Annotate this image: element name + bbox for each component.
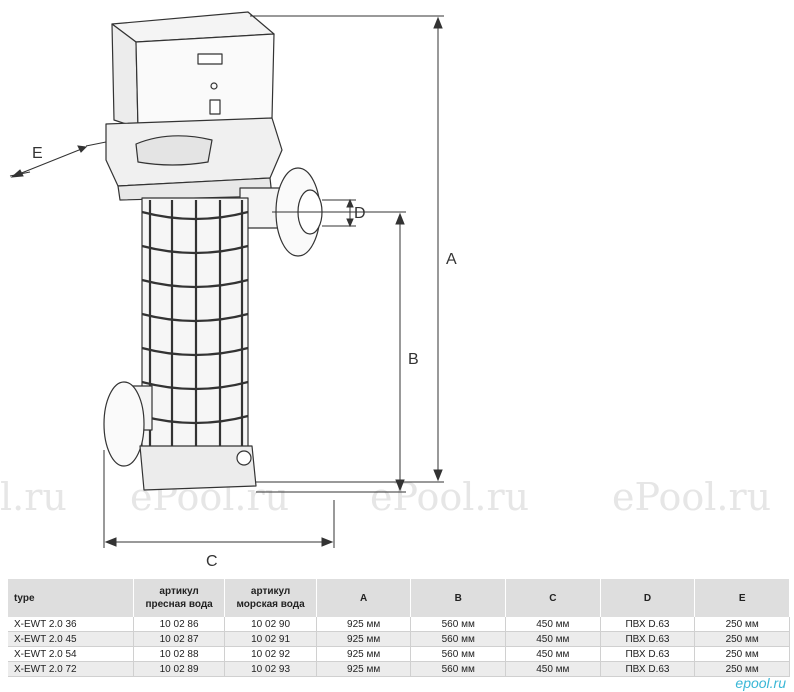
inlet-flange <box>103 381 145 467</box>
cell-sea: 10 02 93 <box>224 661 317 677</box>
display-window <box>197 53 223 65</box>
cell-b: 560 мм <box>410 646 507 662</box>
label-a: A <box>446 251 457 268</box>
cell-sea: 10 02 92 <box>224 646 317 662</box>
cell-type: X-EWT 2.0 45 <box>8 631 134 647</box>
cell-type: X-EWT 2.0 54 <box>8 646 134 662</box>
cell-sea: 10 02 91 <box>224 631 317 647</box>
header-e: E <box>694 579 790 617</box>
cell-d: ПВХ D.63 <box>600 617 696 632</box>
table-row: X-EWT 2.0 36 10 02 86 10 02 90 925 мм 56… <box>8 617 790 632</box>
cell-fresh: 10 02 87 <box>133 631 226 647</box>
label-c: C <box>206 553 218 570</box>
cell-d: ПВХ D.63 <box>600 646 696 662</box>
dimension-lines <box>9 15 444 548</box>
cell-e: 250 мм <box>694 646 790 662</box>
cell-e: 250 мм <box>694 617 790 632</box>
control-box-front <box>135 33 275 129</box>
power-switch <box>209 99 221 115</box>
dimension-labels: A B C D E <box>32 145 457 570</box>
cell-b: 560 мм <box>410 631 507 647</box>
cell-fresh: 10 02 89 <box>133 661 226 677</box>
cell-c: 450 мм <box>505 646 601 662</box>
label-e: E <box>32 145 43 162</box>
cell-c: 450 мм <box>505 617 601 632</box>
technical-drawing: l.ru ePool.ru ePool.ru ePool.ru <box>0 11 771 570</box>
cell-b: 560 мм <box>410 661 507 677</box>
cell-c: 450 мм <box>505 631 601 647</box>
cell-a: 925 мм <box>316 646 412 662</box>
table-row: X-EWT 2.0 45 10 02 87 10 02 91 925 мм 56… <box>8 631 790 647</box>
corner-watermark: epool.ru <box>735 675 786 691</box>
watermark-1: l.ru <box>0 475 67 519</box>
cell-sea: 10 02 90 <box>224 617 317 632</box>
header-a: A <box>316 579 412 617</box>
header-c: C <box>505 579 601 617</box>
bottom-base <box>139 445 257 491</box>
cell-d: ПВХ D.63 <box>600 631 696 647</box>
cell-b: 560 мм <box>410 617 507 632</box>
label-d: D <box>354 205 366 222</box>
cell-fresh: 10 02 86 <box>133 617 226 632</box>
drain-plug <box>236 450 252 466</box>
header-d: D <box>600 579 696 617</box>
cell-e: 250 мм <box>694 631 790 647</box>
cell-fresh: 10 02 88 <box>133 646 226 662</box>
cell-e: 250 мм <box>694 661 790 677</box>
watermark-4: ePool.ru <box>612 475 771 519</box>
cell-c: 450 мм <box>505 661 601 677</box>
housing-cover <box>135 135 213 166</box>
table-row: X-EWT 2.0 72 10 02 89 10 02 93 925 мм 56… <box>8 661 790 677</box>
device-outline <box>103 11 323 491</box>
indicator-light <box>210 82 218 90</box>
cell-a: 925 мм <box>316 631 412 647</box>
cell-type: X-EWT 2.0 36 <box>8 617 134 632</box>
cell-type: X-EWT 2.0 72 <box>8 661 134 677</box>
cell-a: 925 мм <box>316 617 412 632</box>
cell-a: 925 мм <box>316 661 412 677</box>
header-type: type <box>8 579 134 617</box>
table-row: X-EWT 2.0 54 10 02 88 10 02 92 925 мм 56… <box>8 646 790 662</box>
header-b: B <box>410 579 507 617</box>
label-b: B <box>408 351 419 368</box>
cell-d: ПВХ D.63 <box>600 661 696 677</box>
